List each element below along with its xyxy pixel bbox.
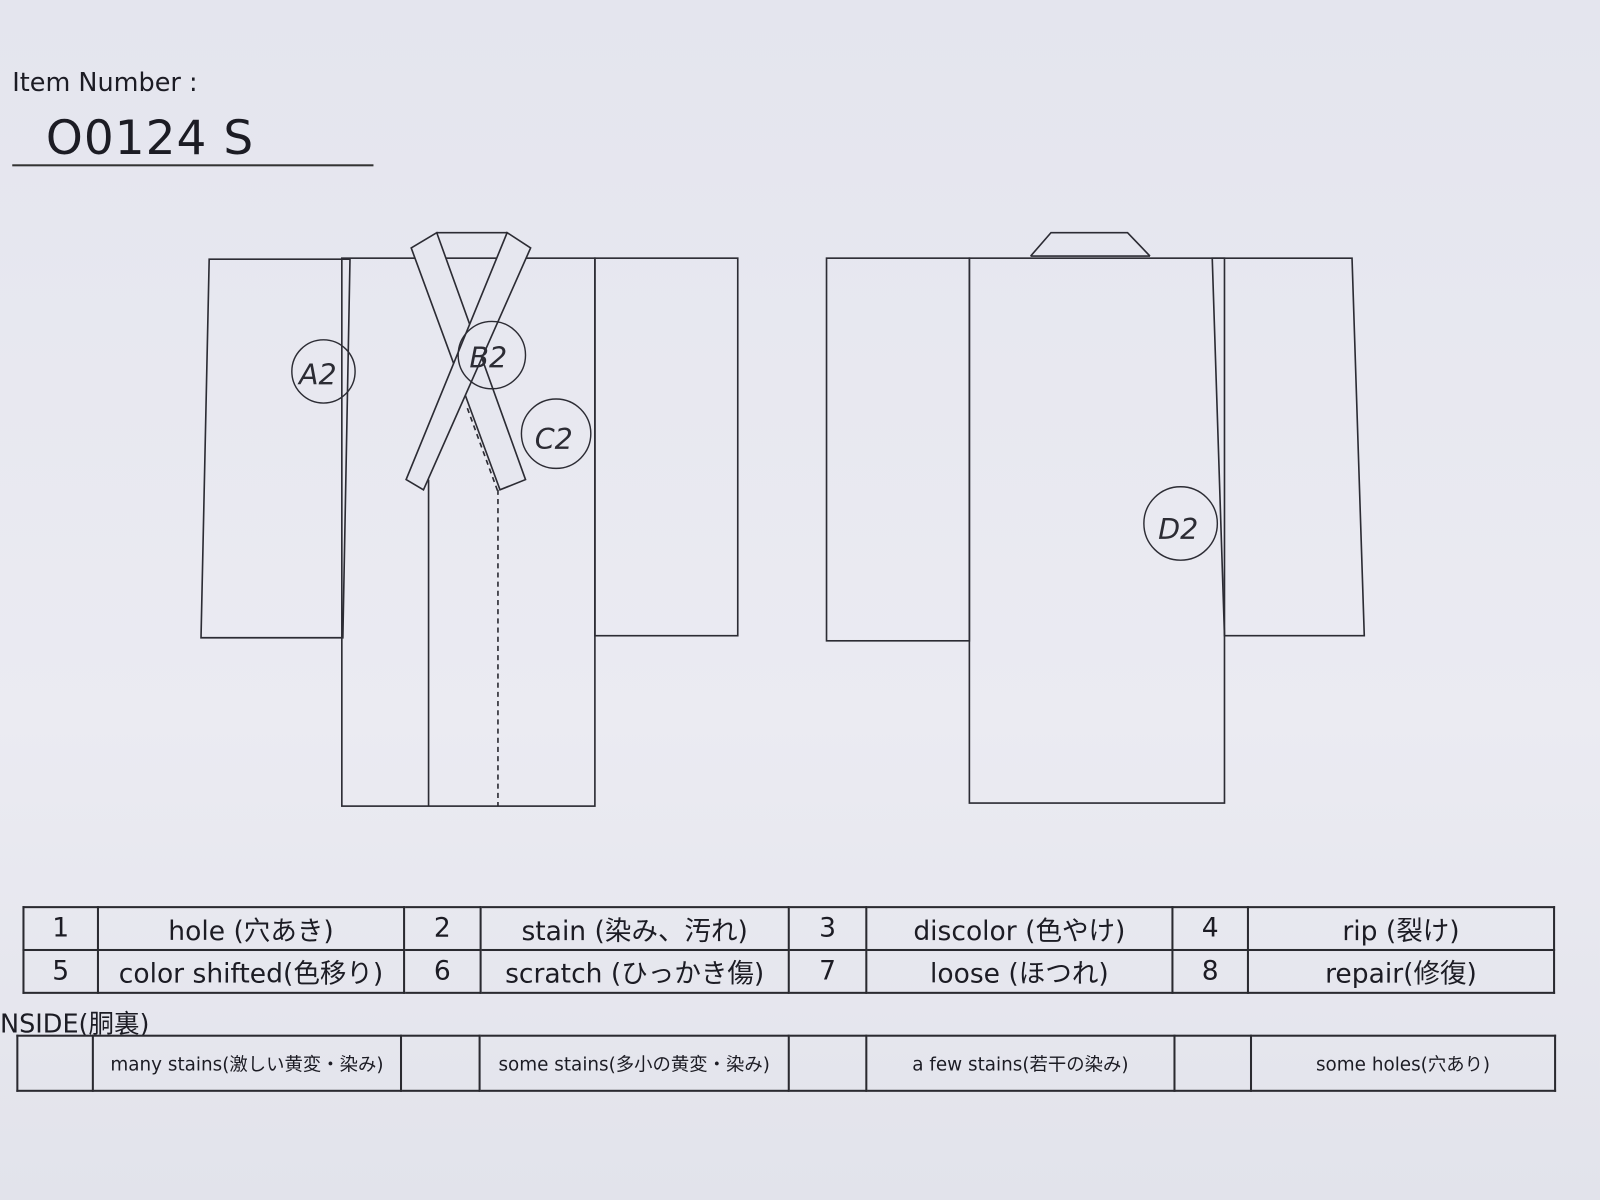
inside-checkbox-some-stains[interactable] (399, 1034, 481, 1092)
back-right-sleeve (1211, 257, 1366, 637)
annotation-marks (291, 320, 592, 470)
legend-num: 3 (787, 906, 868, 952)
inside-option-text: many stains(激しい黄変・染み) (91, 1034, 403, 1092)
kimono-front-diagram: A2 B2 C2 (200, 231, 739, 807)
annotation-d2: D2 (1158, 512, 1198, 546)
front-collar-right (405, 231, 532, 491)
item-number-underline (12, 164, 374, 167)
legend-num: 6 (403, 948, 482, 994)
inside-checkbox-few-stains[interactable] (787, 1034, 868, 1092)
damage-legend-table: 1 hole (穴あき) 2 stain (染み、汚れ) 3 discolor … (22, 906, 1556, 994)
inside-option-text: a few stains(若干の染み) (865, 1034, 1176, 1092)
legend-text: color shifted(色移り) (96, 948, 406, 994)
back-left-sleeve (825, 257, 971, 642)
annotation-c2: C2 (535, 422, 573, 456)
front-collar-dashed (466, 407, 499, 493)
front-left-sleeve (200, 258, 351, 639)
kimono-back-diagram: D2 (825, 231, 1366, 804)
inside-section-label: NSIDE(胴裏) (0, 1009, 150, 1039)
front-right-sleeve (594, 257, 739, 637)
legend-text: loose (ほつれ) (865, 948, 1174, 994)
legend-text: discolor (色やけ) (865, 906, 1174, 952)
legend-text: hole (穴あき) (96, 906, 406, 952)
back-collar (1029, 231, 1151, 257)
item-number-label: Item Number : (12, 67, 198, 97)
legend-text: scratch (ひっかき傷) (479, 948, 790, 994)
legend-row: 1 hole (穴あき) 2 stain (染み、汚れ) 3 discolor … (22, 906, 1556, 952)
annotation-circle-b (457, 320, 527, 390)
legend-text: repair(修復) (1246, 948, 1556, 994)
legend-text: rip (裂け) (1246, 906, 1556, 952)
inside-row: many stains(激しい黄変・染み) some stains(多小の黄変・… (16, 1034, 1557, 1092)
item-number-value: O0124 S (45, 110, 255, 166)
annotation-b2: B2 (469, 340, 507, 374)
legend-row: 5 color shifted(色移り) 6 scratch (ひっかき傷) 7… (22, 948, 1556, 994)
inside-condition-table: many stains(激しい黄変・染み) some stains(多小の黄変・… (16, 1034, 1557, 1092)
annotation-circle-d (1143, 486, 1219, 561)
legend-num: 1 (22, 906, 99, 952)
legend-num: 5 (22, 948, 99, 994)
legend-num: 4 (1171, 906, 1249, 952)
legend-num: 2 (403, 906, 482, 952)
legend-text: stain (染み、汚れ) (479, 906, 790, 952)
annotation-a2: A2 (297, 358, 337, 392)
annotation-circle-c (520, 398, 592, 470)
legend-num: 7 (787, 948, 868, 994)
back-body (968, 257, 1226, 804)
annotation-circle-a (291, 339, 356, 404)
kimono-diagrams: A2 B2 C2 D2 (200, 231, 1366, 807)
inside-option-text: some holes(穴あり) (1249, 1034, 1557, 1092)
inside-option-text: some stains(多小の黄変・染み) (478, 1034, 790, 1092)
inside-checkbox-many-stains[interactable] (16, 1034, 94, 1092)
legend-num: 8 (1171, 948, 1249, 994)
inside-checkbox-some-holes[interactable] (1173, 1034, 1253, 1092)
